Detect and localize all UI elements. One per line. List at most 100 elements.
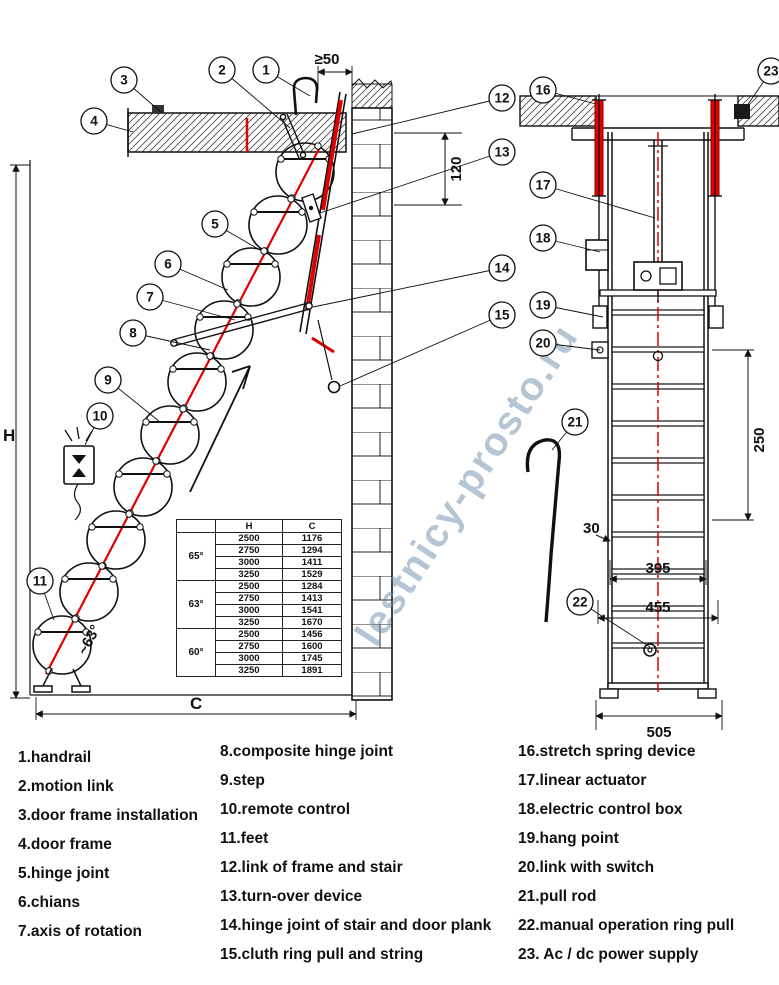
legend-item: 9.step: [220, 772, 265, 789]
dim-inner-width-lines: [609, 560, 707, 585]
legend-item: 6.chians: [18, 894, 81, 911]
callout-16: 16: [529, 76, 557, 104]
callouts: 1 2 3 4 5 6 7 8 9 10 11 12 13 14 15 16 1…: [26, 56, 779, 616]
dim-mid-width-lines: [597, 600, 719, 624]
svg-text:21: 21: [567, 415, 583, 430]
svg-text:23: 23: [763, 64, 779, 79]
svg-text:9: 9: [104, 373, 112, 388]
clutch-ring-pull: [311, 319, 341, 394]
legend-item: 15.cluth ring pull and string: [220, 946, 424, 963]
callout-19: 19: [529, 291, 557, 319]
callout-14: 14: [488, 254, 516, 282]
pull-rod: [525, 438, 562, 623]
svg-text:3: 3: [120, 73, 128, 88]
door-plank: [299, 91, 347, 335]
legend-column-2: 8.composite hinge joint 9.step 10.remote c…: [220, 737, 516, 969]
legend-item: 14.hinge joint of stair and door plank: [220, 917, 492, 934]
callout-5: 5: [201, 210, 229, 238]
legend-item: 4.door frame: [18, 836, 112, 853]
room-outline: [29, 160, 352, 696]
remote-control-icon: [63, 426, 95, 521]
legend-column-1: 1.handrail 2.motion link 3.door frame inst…: [18, 743, 218, 946]
legend-item: 11.feet: [220, 830, 269, 847]
legend-item: 20.link with switch: [518, 859, 655, 876]
legend-item: 3.door frame installation: [18, 807, 199, 824]
legend-item: 10.remote control: [220, 801, 351, 818]
svg-text:14: 14: [494, 261, 510, 276]
legend-item: 7.axis of rotation: [18, 923, 143, 940]
svg-text:1: 1: [262, 63, 270, 78]
callout-15: 15: [488, 301, 516, 329]
handrail: [292, 76, 319, 116]
brick-wall: [351, 78, 393, 701]
svg-text:22: 22: [572, 595, 587, 610]
svg-text:15: 15: [494, 308, 510, 323]
svg-text:7: 7: [146, 290, 154, 305]
legend-item: 19.hang point: [518, 830, 619, 847]
callout-7: 7: [136, 283, 164, 311]
door-frame: [127, 105, 347, 157]
electric-control-box: [585, 239, 609, 271]
callout-10: 10: [86, 402, 114, 430]
svg-text:19: 19: [535, 298, 550, 313]
svg-text:13: 13: [494, 145, 510, 160]
dim-frame-depth: 120: [448, 156, 465, 181]
callout-4: 4: [80, 107, 108, 135]
stretch-springs: [592, 94, 722, 310]
callout-21: 21: [561, 408, 589, 436]
legend-item: 5.hinge joint: [18, 865, 110, 882]
callout-1: 1: [252, 56, 280, 84]
svg-text:2: 2: [218, 63, 226, 78]
svg-text:6: 6: [164, 257, 172, 272]
hang-points: [592, 305, 724, 329]
front-feet: [599, 688, 717, 699]
legend-item: 2.motion link: [18, 778, 114, 795]
callout-22: 22: [566, 588, 594, 616]
motion-link: [279, 113, 307, 159]
dim-run: C: [190, 694, 202, 713]
rotation-strut: [170, 302, 313, 347]
dim-top-gap: ≥50: [315, 51, 340, 68]
dim-rung-step-leader: [595, 534, 611, 542]
callout-3: 3: [110, 66, 138, 94]
callout-17: 17: [529, 171, 557, 199]
legend-item: 12.link of frame and stair: [220, 859, 403, 876]
turn-over-device: [301, 193, 322, 223]
dim-inner-width: 395: [645, 560, 670, 577]
dim-spring-length-lines: [712, 349, 754, 521]
legend-item: 21.pull rod: [518, 888, 597, 905]
dim-top-gap-lines: [317, 66, 353, 90]
direction-arrow: [189, 365, 251, 493]
callout-9: 9: [94, 366, 122, 394]
dim-overall-width-lines: [595, 700, 723, 730]
front-view: 250 30 395 455 505: [519, 94, 779, 741]
legend-item: 18.electric control box: [518, 801, 683, 818]
bolt-circle: [652, 350, 664, 362]
dim-angle: ~63°: [75, 622, 105, 658]
legend-item: 8.composite hinge joint: [220, 743, 394, 760]
legend-item: 1.handrail: [18, 749, 92, 766]
feet: [33, 667, 91, 693]
callout-20: 20: [529, 329, 557, 357]
legend-item: 22.manual operation ring pull: [518, 917, 735, 934]
svg-text:16: 16: [535, 83, 551, 98]
legend-item: 17.linear actuator: [518, 772, 647, 789]
legend-item: 23. Ac / dc power supply: [518, 946, 699, 963]
ceiling-section: [519, 95, 779, 141]
callout-11: 11: [26, 567, 54, 595]
dim-frame-depth-lines: [394, 132, 462, 206]
